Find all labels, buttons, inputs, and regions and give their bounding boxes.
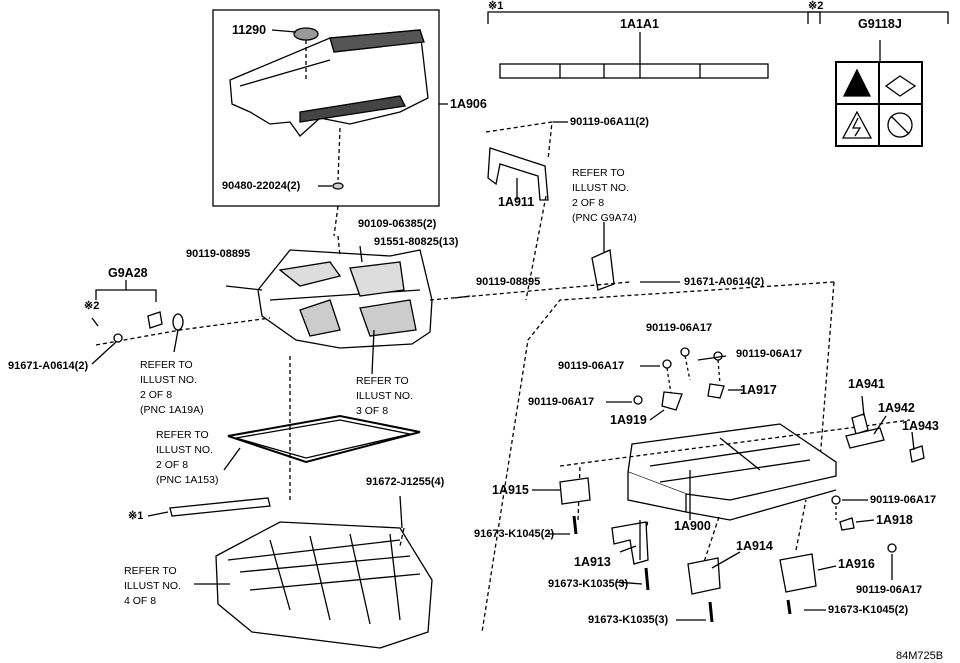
reference-note-g9a74: REFER TO ILLUST NO. 2 OF 8 (PNC G9A74) [572, 167, 637, 224]
part-1A911: 1A911 [498, 195, 535, 209]
cover-group-box [212, 9, 440, 207]
part-90119-08895-right: 90119-08895 [476, 276, 541, 288]
part-1A900: 1A900 [674, 519, 711, 533]
part-91672-J1255: 91672-J1255(4) [366, 476, 445, 488]
part-90119-06A11: 90119-06A11(2) [570, 116, 649, 128]
part-1A913: 1A913 [574, 555, 611, 569]
diagram-id: 84M725B [896, 650, 944, 662]
part-91673-K1035-a: 91673-K1035(3) [548, 578, 629, 590]
part-1A916: 1A916 [838, 557, 875, 571]
part-1A942: 1A942 [878, 401, 915, 415]
part-1A906: 1A906 [450, 97, 487, 111]
reference-note-3of8: REFER TO ILLUST NO. 3 OF 8 [356, 375, 413, 417]
part-91671-A0614-right: 91671-A0614(2) [684, 276, 765, 288]
part-90119-06A17-top: 90119-06A17 [646, 322, 713, 334]
label-plate-1A1A1 [499, 32, 769, 79]
warning-label-G9118J [835, 40, 923, 147]
reference-note-1a153: REFER TO ILLUST NO. 2 OF 8 (PNC 1A153) [156, 429, 219, 486]
part-1A918: 1A918 [876, 513, 913, 527]
part-1A917: 1A917 [740, 383, 777, 397]
note-mark-2-left: ※2 [84, 300, 100, 312]
part-1A943: 1A943 [902, 419, 939, 433]
part-91673-K1035-b: 91673-K1035(3) [588, 614, 669, 626]
part-1A914: 1A914 [736, 539, 773, 553]
part-90119-06A17-c: 90119-06A17 [528, 396, 595, 408]
part-91551-80825: 91551-80825(13) [374, 236, 459, 248]
part-1A941: 1A941 [848, 377, 885, 391]
part-90109-06385: 90109-06385(2) [358, 218, 437, 230]
base-plate-1A900 [627, 423, 837, 521]
part-1A915: 1A915 [492, 483, 529, 497]
inverter-upper-assembly [257, 249, 433, 349]
part-90119-06A17-a: 90119-06A17 [558, 360, 625, 372]
part-90119-06A17-e: 90119-06A17 [856, 584, 923, 596]
note-mark-1-left: ※1 [128, 510, 144, 522]
part-90119-08895-left: 90119-08895 [186, 248, 251, 260]
reference-note-4of8: REFER TO ILLUST NO. 4 OF 8 [124, 565, 181, 607]
part-G9118J: G9118J [858, 17, 902, 31]
part-1A919: 1A919 [610, 413, 647, 427]
note-mark-2-top: ※2 [808, 0, 824, 12]
reference-note-1a19a: REFER TO ILLUST NO. 2 OF 8 (PNC 1A19A) [140, 359, 204, 416]
engine-cover-part [229, 27, 429, 137]
note-mark-1-top: ※1 [488, 0, 504, 12]
part-90119-06A17-b: 90119-06A17 [736, 348, 803, 360]
part-90119-06A17-d: 90119-06A17 [870, 494, 937, 506]
part-90480-22024: 90480-22024(2) [222, 180, 301, 192]
part-G9A28: G9A28 [108, 266, 148, 280]
part-1A1A1: 1A1A1 [620, 17, 659, 31]
part-91673-K1045-left: 91673-K1045(2) [474, 528, 555, 540]
bracket-1A911 [487, 147, 549, 201]
gasket-1A153 [227, 414, 421, 464]
inverter-lower-assembly [215, 521, 433, 649]
part-11290: 11290 [232, 23, 267, 37]
part-91671-A0614-left: 91671-A0614(2) [8, 360, 89, 372]
part-91673-K1045-right: 91673-K1045(2) [828, 604, 909, 616]
